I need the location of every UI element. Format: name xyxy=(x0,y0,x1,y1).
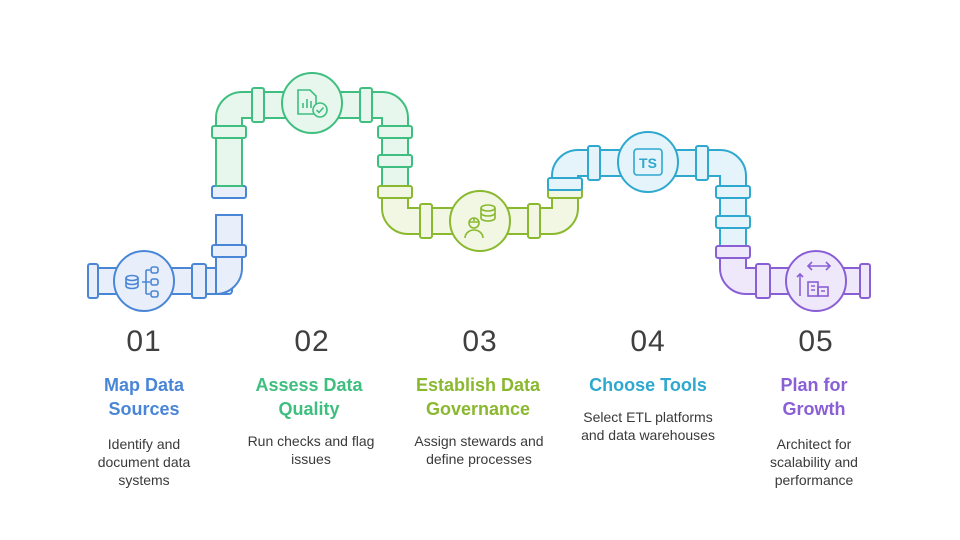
node-3 xyxy=(449,190,511,252)
step-title-line: Plan for xyxy=(780,375,848,395)
step-desc-line: define processes xyxy=(426,451,532,467)
step-description: Identify and document data systems xyxy=(59,435,229,489)
typescript-icon: TS xyxy=(633,148,663,176)
step-desc-line: Architect for xyxy=(776,436,852,452)
report-check-icon xyxy=(297,89,328,118)
step-title-line: Establish Data xyxy=(415,375,541,395)
step-desc-line: issues xyxy=(291,451,331,467)
step-desc-line: Run checks and flag xyxy=(247,433,375,449)
step-desc-line: systems xyxy=(118,472,170,488)
step-number: 02 xyxy=(294,325,330,358)
step-number: 05 xyxy=(798,325,834,358)
step-title-line: Quality xyxy=(278,399,340,419)
step-title-line: Choose Tools xyxy=(589,375,707,395)
database-hierarchy-icon xyxy=(125,266,159,298)
step-desc-line: Assign stewards and xyxy=(414,433,544,449)
node-1 xyxy=(113,250,175,312)
step-title-line: Assess Data xyxy=(255,375,363,395)
step-title-line: Map Data xyxy=(103,375,184,395)
typescript-label: TS xyxy=(639,155,657,171)
growth-building-icon xyxy=(796,261,832,297)
node-4: TS xyxy=(617,131,679,193)
steward-database-icon xyxy=(464,204,496,239)
step-desc-line: Identify and xyxy=(107,436,181,452)
step-number: 01 xyxy=(126,325,162,358)
pipe-segment-4 xyxy=(547,145,751,251)
step-title-line: Sources xyxy=(108,399,180,419)
step-desc-line: document data xyxy=(97,454,191,470)
step-desc-line: scalability and xyxy=(770,454,858,470)
step-title: Establish Data Governance xyxy=(393,373,563,421)
step-description: Architect for scalability and performanc… xyxy=(729,435,899,489)
step-title-line: Governance xyxy=(425,399,531,419)
step-description: Run checks and flag issues xyxy=(226,432,396,468)
step-title-line: Growth xyxy=(782,399,846,419)
step-desc-line: performance xyxy=(774,472,854,488)
node-2 xyxy=(281,72,343,134)
pipe-segment-2 xyxy=(211,87,413,187)
step-title: Map Data Sources xyxy=(59,373,229,421)
node-5 xyxy=(785,250,847,312)
step-desc-line: Select ETL platforms xyxy=(583,409,713,425)
step-description: Assign stewards and define processes xyxy=(394,432,564,468)
step-description: Select ETL platforms and data warehouses xyxy=(563,408,733,444)
step-number: 04 xyxy=(630,325,666,358)
step-title: Assess Data Quality xyxy=(224,373,394,421)
step-desc-line: and data warehouses xyxy=(581,427,715,443)
step-title: Choose Tools xyxy=(563,373,733,397)
step-title: Plan for Growth xyxy=(729,373,899,421)
step-number: 03 xyxy=(462,325,498,358)
